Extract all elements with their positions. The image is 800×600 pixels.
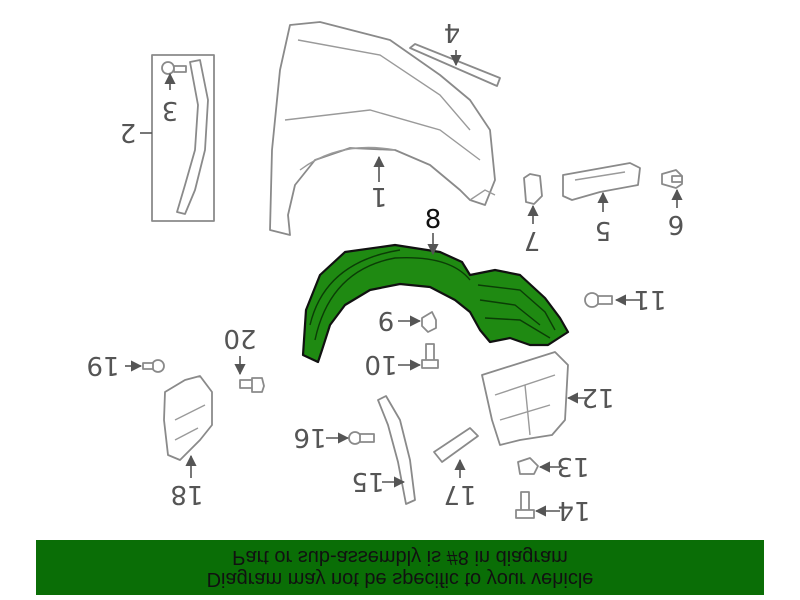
part-16-bolt[interactable] bbox=[348, 431, 375, 445]
fender-part[interactable] bbox=[269, 21, 496, 236]
part-12-shield[interactable] bbox=[481, 351, 569, 446]
part-6-bolt[interactable] bbox=[661, 169, 683, 189]
part-11-bolt[interactable] bbox=[584, 292, 613, 308]
part-17-pad[interactable] bbox=[433, 427, 479, 463]
callout-16: 16 bbox=[293, 422, 326, 452]
banner-line-1: Part or sub-assembly is #8 in diagram bbox=[232, 545, 568, 568]
part-14-screw[interactable] bbox=[515, 491, 535, 519]
part-20-bolt[interactable] bbox=[239, 377, 265, 393]
part-13-nut[interactable] bbox=[517, 457, 539, 475]
part-7-bracket[interactable] bbox=[523, 173, 543, 205]
callout-10: 10 bbox=[364, 349, 397, 379]
callout-1: 1 bbox=[371, 181, 388, 211]
part-2-seal[interactable] bbox=[176, 59, 209, 215]
callout-20: 20 bbox=[223, 323, 256, 353]
part-5-brace[interactable] bbox=[562, 162, 641, 201]
part-18-splash-shield[interactable] bbox=[163, 375, 213, 461]
callout-11: 11 bbox=[633, 284, 666, 314]
callout-7: 7 bbox=[524, 225, 541, 255]
callout-2: 2 bbox=[120, 117, 137, 147]
part-3-clip[interactable] bbox=[161, 61, 187, 75]
callout-19: 19 bbox=[86, 350, 119, 380]
callout-17: 17 bbox=[443, 479, 476, 509]
callout-8: 8 bbox=[425, 205, 442, 235]
callout-13: 13 bbox=[556, 451, 589, 481]
callout-6: 6 bbox=[668, 209, 685, 239]
part-19-clip[interactable] bbox=[142, 359, 165, 373]
callout-5: 5 bbox=[595, 215, 612, 245]
callout-9: 9 bbox=[378, 305, 395, 335]
callout-12: 12 bbox=[581, 382, 614, 412]
part-10-bolt[interactable] bbox=[421, 343, 439, 369]
callout-4: 4 bbox=[444, 17, 461, 47]
part-9-clip[interactable] bbox=[421, 311, 437, 333]
part-15-strip[interactable] bbox=[377, 395, 416, 505]
callout-14: 14 bbox=[557, 495, 590, 525]
banner-line-2: Diagram may not be specific to your vehi… bbox=[206, 567, 594, 590]
fender-liner-part[interactable] bbox=[301, 243, 570, 364]
callout-15: 15 bbox=[351, 466, 384, 496]
callout-18: 18 bbox=[170, 479, 203, 509]
callout-3: 3 bbox=[162, 95, 179, 125]
disclaimer-banner: Part or sub-assembly is #8 in diagram Di… bbox=[36, 540, 764, 595]
